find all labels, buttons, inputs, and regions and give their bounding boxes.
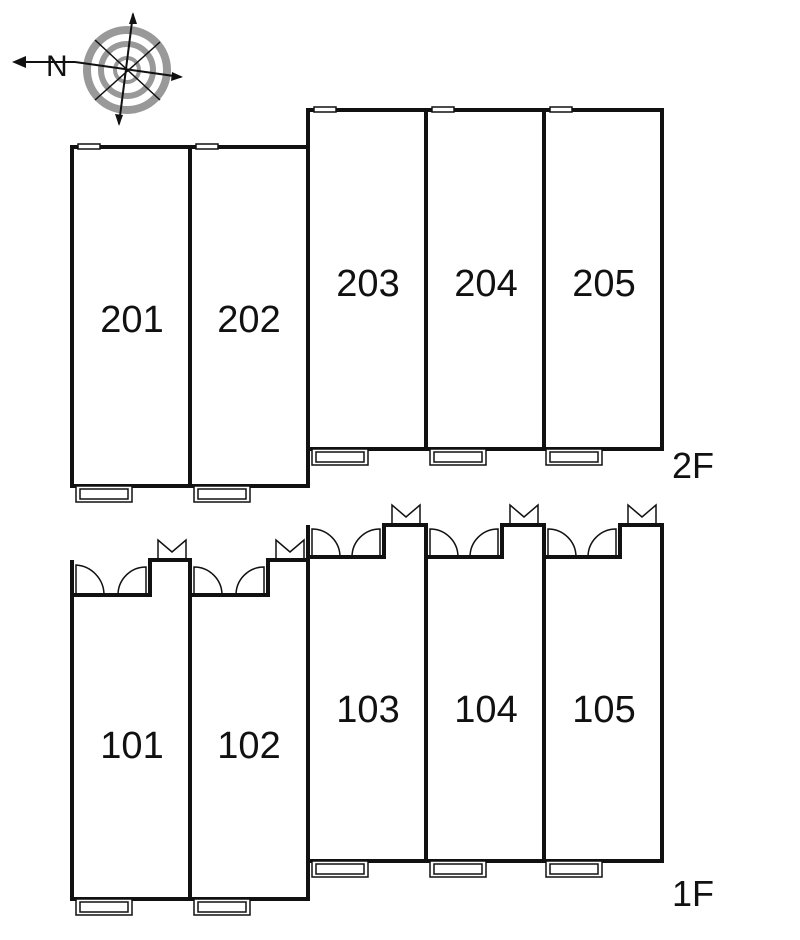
compass-icon bbox=[12, 12, 183, 126]
unit-label-102: 102 bbox=[217, 725, 280, 767]
balcony-icon bbox=[75, 860, 603, 916]
unit-label-201: 201 bbox=[100, 299, 163, 341]
floor-label-1f: 1F bbox=[672, 873, 714, 914]
unit-label-205: 205 bbox=[572, 263, 635, 305]
floor-2f: 201 202 203 204 205 2F bbox=[70, 106, 714, 503]
unit-label-204: 204 bbox=[454, 263, 517, 305]
unit-label-103: 103 bbox=[336, 689, 399, 731]
floor-1f: 101 102 103 104 105 1F bbox=[70, 503, 714, 916]
north-label: N bbox=[46, 50, 68, 83]
unit-label-104: 104 bbox=[454, 689, 517, 731]
unit-label-202: 202 bbox=[217, 299, 280, 341]
unit-label-203: 203 bbox=[336, 263, 399, 305]
unit-label-105: 105 bbox=[572, 689, 635, 731]
storage-door-icon bbox=[157, 503, 657, 560]
door-icon bbox=[75, 528, 617, 596]
unit-label-101: 101 bbox=[100, 725, 163, 767]
balcony-icon bbox=[75, 448, 603, 503]
floor-label-2f: 2F bbox=[672, 445, 714, 486]
